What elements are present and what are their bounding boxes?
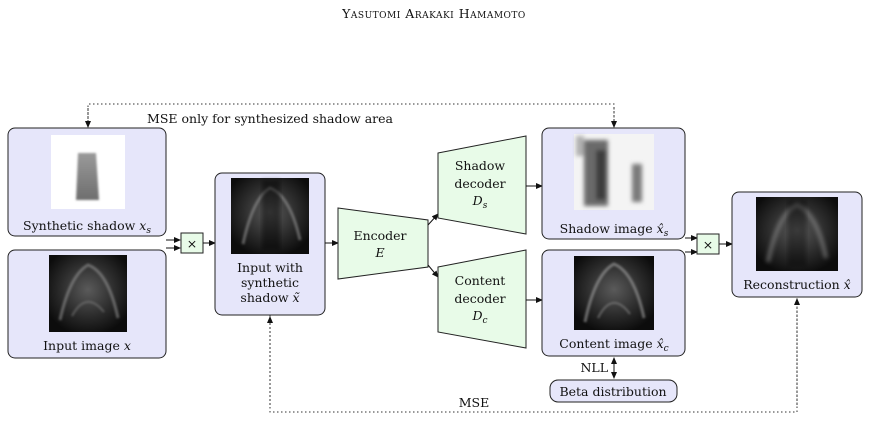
shadow-decoder-symbol: Ds xyxy=(472,193,488,211)
shadow-image-box: Shadow image x̂s xyxy=(541,127,686,240)
content-decoder-block: Content decoder Dc xyxy=(437,249,527,349)
running-title: Yasutomi Arakaki Hamamoto xyxy=(341,6,526,21)
content-decoder-line1: Content xyxy=(455,273,506,288)
input-image-box: Input image x xyxy=(7,249,167,359)
loss-connectors xyxy=(87,103,798,413)
reconstruction-label: Reconstruction x̂ xyxy=(743,277,851,292)
input-with-shadow-line1: Input with xyxy=(237,260,303,275)
synthetic-shadow-label: Synthetic shadow xs xyxy=(23,218,151,236)
content-decoder-symbol: Dc xyxy=(471,308,487,326)
input-ultrasound-image xyxy=(49,255,127,332)
beta-distribution-label: Beta distribution xyxy=(559,384,666,399)
beta-distribution-box: Beta distribution xyxy=(549,379,678,403)
encoder-label: Encoder xyxy=(353,228,406,243)
shadow-mask-shape xyxy=(76,153,99,200)
shadow-decoder-line2: decoder xyxy=(454,176,505,191)
content-image-label: Content image x̂c xyxy=(559,336,668,354)
content-image-box: Content image x̂c xyxy=(541,249,686,357)
encoder-symbol: E xyxy=(374,245,384,260)
mse-bottom-label: MSE xyxy=(459,395,490,410)
shadow-decoder-block: Shadow decoder Ds xyxy=(437,135,527,235)
content-decoder-line2: decoder xyxy=(454,291,505,306)
shadow-decoder-line1: Shadow xyxy=(455,158,506,173)
multiply-symbol-1: × xyxy=(187,236,197,251)
multiply-node-2: × xyxy=(696,233,720,255)
multiply-symbol-2: × xyxy=(703,237,713,252)
input-with-shadow-line3: shadow x̃ xyxy=(240,290,299,305)
arrow-encoder-to-shadow-decoder xyxy=(427,213,439,226)
input-image-label: Input image x xyxy=(43,338,131,353)
encoder-block: Encoder E xyxy=(337,207,429,280)
mse-top-label: MSE only for synthesized shadow area xyxy=(147,111,393,126)
multiply-node-1: × xyxy=(180,232,204,254)
nll-label: NLL xyxy=(580,360,608,375)
reconstruction-box: Reconstruction x̂ xyxy=(731,191,863,298)
input-with-shadow-box: Input with synthetic shadow x̃ xyxy=(214,172,326,316)
input-with-shadow-line2: synthetic xyxy=(241,275,299,290)
arrow-encoder-to-content-decoder xyxy=(427,264,439,278)
synthetic-shadow-box: Synthetic shadow xs xyxy=(7,127,167,237)
shadow-image-label: Shadow image x̂s xyxy=(560,221,669,239)
